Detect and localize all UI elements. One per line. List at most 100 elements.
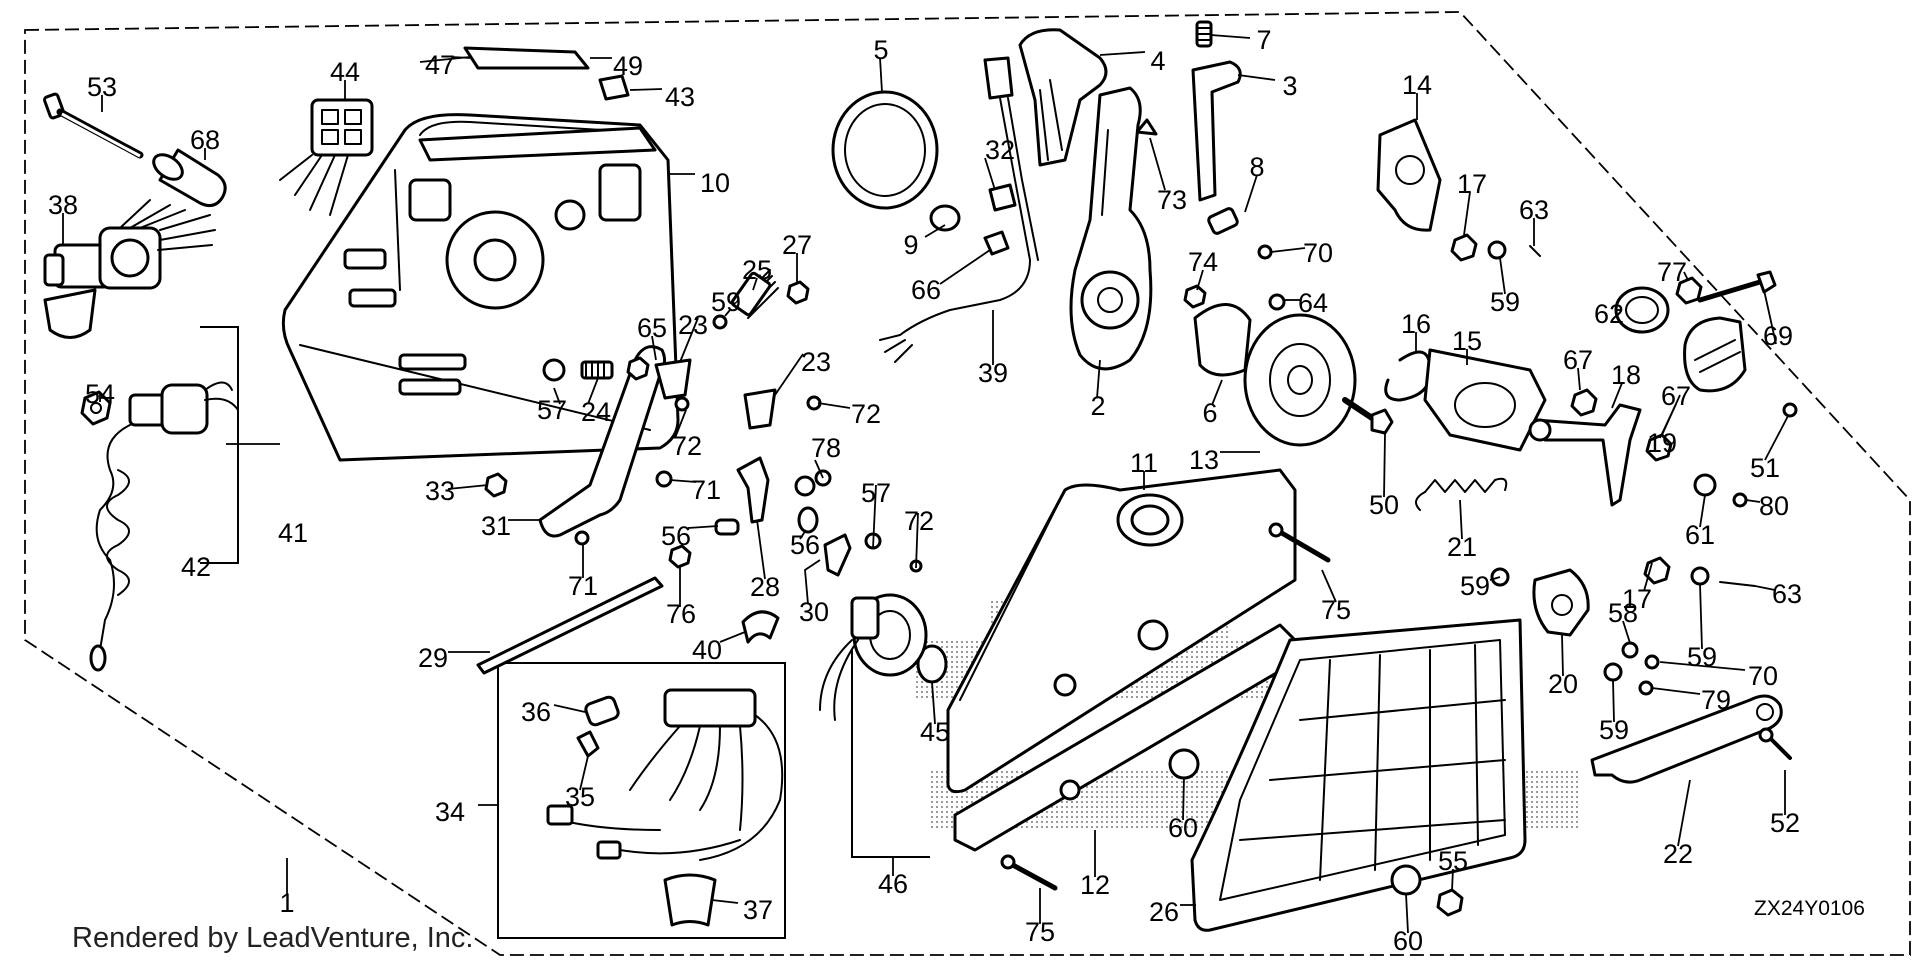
nut-67a bbox=[1570, 388, 1598, 417]
leader-line bbox=[719, 631, 746, 643]
control-rod bbox=[476, 576, 664, 675]
decal bbox=[463, 46, 590, 70]
leader-line bbox=[1463, 191, 1471, 236]
leader-line bbox=[1096, 359, 1101, 399]
callout-53: 53 bbox=[87, 72, 117, 102]
nut-17b bbox=[1643, 556, 1671, 585]
leader-line bbox=[1611, 382, 1623, 409]
callout-16: 16 bbox=[1401, 309, 1431, 339]
leader-line bbox=[1383, 433, 1386, 498]
control-housing bbox=[281, 113, 680, 462]
harness-kit-frame bbox=[497, 662, 786, 939]
nut-55 bbox=[1436, 888, 1464, 917]
leader-line bbox=[1661, 394, 1681, 436]
callout-22: 22 bbox=[1663, 839, 1693, 869]
callout-63b: 63 bbox=[1772, 579, 1802, 609]
leader-line bbox=[1622, 620, 1631, 644]
screw-70a bbox=[1257, 244, 1273, 260]
callout-40: 40 bbox=[692, 635, 722, 665]
callout-61: 61 bbox=[1685, 520, 1715, 550]
callout-58: 58 bbox=[1608, 598, 1638, 628]
bracket-plate-15 bbox=[1423, 348, 1547, 452]
credit-text: Rendered by LeadVenture, Inc. bbox=[72, 922, 473, 954]
callout-14: 14 bbox=[1402, 70, 1432, 100]
leader-line bbox=[711, 899, 739, 904]
long-bolt bbox=[43, 92, 144, 159]
callout-70b: 70 bbox=[1748, 661, 1778, 691]
leader-line bbox=[931, 681, 936, 725]
leader-line bbox=[1149, 137, 1166, 191]
callout-42: 42 bbox=[181, 552, 211, 582]
leader-line bbox=[1459, 499, 1463, 540]
callout-23b: 23 bbox=[801, 347, 831, 377]
callout-7: 7 bbox=[1256, 25, 1271, 55]
callout-39: 39 bbox=[978, 358, 1008, 388]
leader-line bbox=[1211, 379, 1223, 406]
detent-plate bbox=[1243, 313, 1357, 447]
callout-76: 76 bbox=[666, 599, 696, 629]
clip-80 bbox=[1732, 492, 1748, 508]
leader-line bbox=[879, 57, 883, 93]
leader-line bbox=[1321, 569, 1337, 603]
leader-line bbox=[679, 317, 699, 363]
leader-line bbox=[799, 529, 807, 540]
leader-line bbox=[1182, 777, 1185, 821]
washer-61 bbox=[1693, 473, 1717, 497]
washer-60a bbox=[1168, 748, 1200, 780]
callout-77: 77 bbox=[1657, 257, 1687, 287]
leader-line bbox=[447, 484, 489, 490]
leader-line bbox=[756, 519, 766, 580]
leader-line bbox=[1561, 634, 1564, 677]
leader-line bbox=[587, 377, 599, 405]
callout-10: 10 bbox=[700, 168, 730, 198]
callout-8: 8 bbox=[1249, 152, 1264, 182]
switch-20 bbox=[1532, 568, 1590, 637]
callout-56a: 56 bbox=[661, 521, 691, 551]
leader-line bbox=[817, 402, 851, 409]
callout-32: 32 bbox=[985, 135, 1015, 165]
washer-14-hole bbox=[1395, 155, 1425, 185]
cable-clamp bbox=[741, 610, 780, 644]
callout-4: 4 bbox=[1150, 46, 1165, 76]
callout-31: 31 bbox=[481, 511, 511, 541]
friction-arm bbox=[1191, 60, 1242, 202]
callout-71b: 71 bbox=[568, 571, 598, 601]
leader-line bbox=[939, 249, 991, 285]
leader-line bbox=[1699, 494, 1706, 528]
callout-79: 79 bbox=[1701, 685, 1731, 715]
callout-60a: 60 bbox=[1168, 813, 1198, 843]
grate-plate-26 bbox=[1190, 618, 1527, 932]
diagram-code: ZX24Y0106 bbox=[1754, 897, 1865, 920]
leader-line bbox=[774, 353, 804, 396]
leader-line bbox=[651, 335, 657, 361]
lanyard bbox=[89, 424, 131, 672]
washer-59e bbox=[1603, 662, 1623, 682]
callout-78: 78 bbox=[811, 433, 841, 463]
washer-59b bbox=[1487, 240, 1507, 260]
callout-59a: 59 bbox=[711, 287, 741, 317]
callout-21: 21 bbox=[1447, 532, 1477, 562]
nut-17a bbox=[1450, 233, 1478, 262]
leader-line bbox=[1764, 415, 1789, 461]
callout-50: 50 bbox=[1369, 490, 1399, 520]
leader-line bbox=[1754, 585, 1776, 591]
callout-59d: 59 bbox=[1687, 642, 1717, 672]
callout-26: 26 bbox=[1149, 897, 1179, 927]
callout-59c: 59 bbox=[1460, 571, 1490, 601]
callout-11: 11 bbox=[1130, 448, 1158, 478]
callout-13: 13 bbox=[1189, 445, 1219, 475]
leader-line bbox=[1405, 893, 1409, 934]
leader-lines bbox=[62, 34, 1789, 934]
leader-line bbox=[687, 525, 719, 529]
grip bbox=[152, 148, 227, 208]
clip bbox=[598, 74, 630, 101]
callout-33: 33 bbox=[425, 476, 455, 506]
switch-panel bbox=[279, 98, 374, 216]
screw-73 bbox=[1135, 118, 1158, 136]
leader-line bbox=[724, 309, 731, 317]
leader-line bbox=[579, 755, 589, 791]
leader-line bbox=[674, 409, 687, 439]
callout-62: 62 bbox=[1594, 299, 1624, 329]
